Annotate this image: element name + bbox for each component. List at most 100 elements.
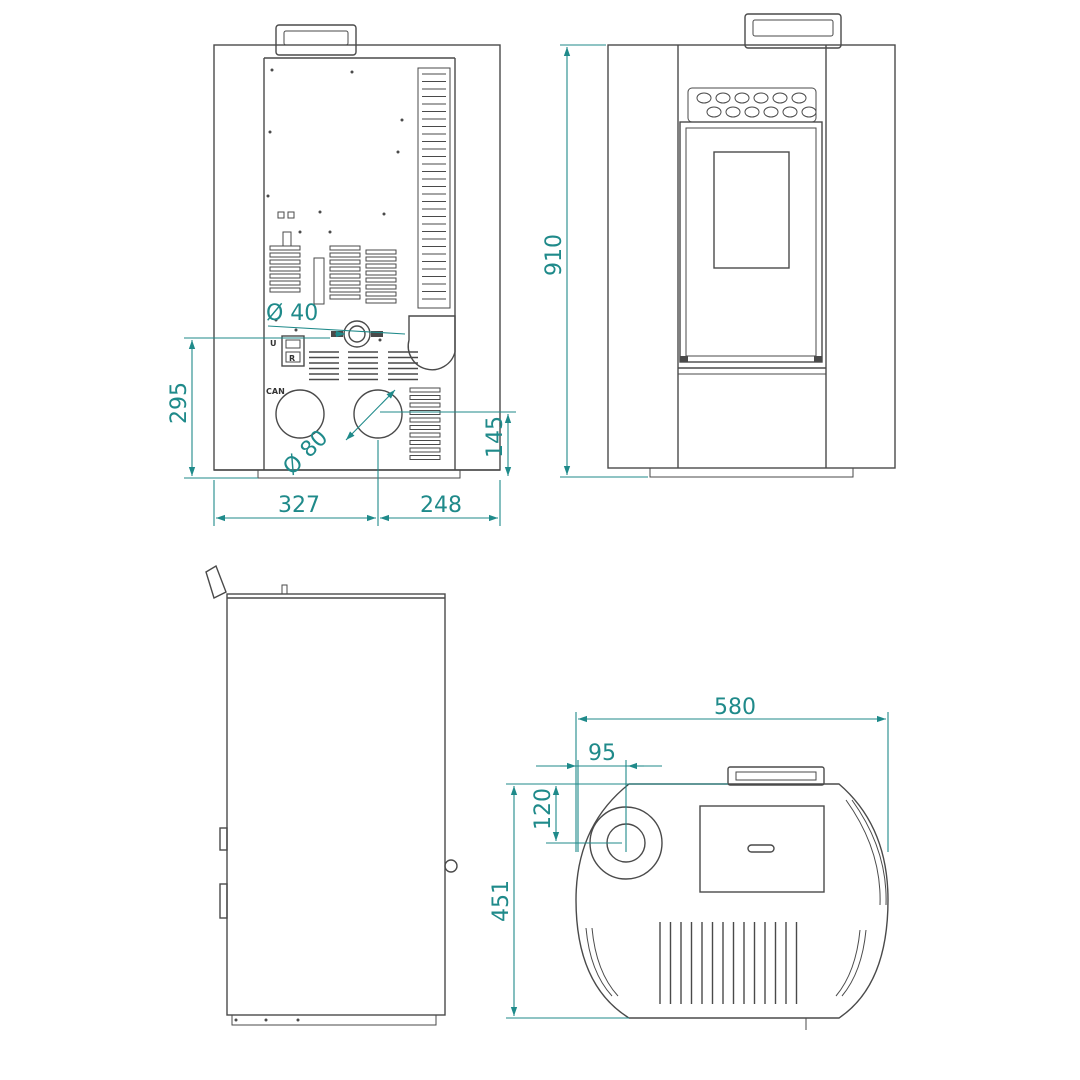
vent-slot bbox=[409, 432, 441, 438]
front-handle bbox=[744, 13, 842, 49]
label-u: U bbox=[270, 339, 277, 348]
top-handle bbox=[727, 766, 825, 786]
dim-height: 910 bbox=[542, 234, 567, 276]
rear-switch bbox=[282, 231, 292, 247]
grille-bump bbox=[744, 106, 760, 118]
dim-flue-offset-x: 95 bbox=[588, 741, 616, 766]
top-view: 580 95 120 451 bbox=[489, 695, 889, 1030]
grille-bump bbox=[725, 106, 741, 118]
label-can: CAN bbox=[266, 387, 285, 396]
vent-slot bbox=[409, 395, 441, 400]
top-side-slot bbox=[841, 929, 867, 997]
front-dimensions: 910 bbox=[542, 44, 648, 478]
dim-right-offset: 248 bbox=[420, 493, 462, 518]
side-body-outline bbox=[226, 593, 446, 1016]
grille-bump bbox=[801, 106, 817, 118]
vent-slot bbox=[269, 273, 301, 279]
vent-slot bbox=[365, 249, 397, 255]
vent-slot bbox=[329, 273, 361, 279]
dim-flue-offset-y: 120 bbox=[531, 788, 556, 830]
side-bracket bbox=[219, 883, 228, 919]
grille-bump bbox=[696, 92, 712, 104]
rear-vent-group bbox=[269, 245, 301, 293]
vent-slot bbox=[269, 280, 301, 286]
vent-slot bbox=[329, 245, 361, 251]
power-socket: U R bbox=[270, 335, 305, 367]
side-ring bbox=[444, 859, 458, 873]
grille-bump bbox=[734, 92, 750, 104]
top-side-slot bbox=[585, 927, 613, 997]
vent-slot bbox=[269, 245, 301, 251]
vent-slot bbox=[365, 263, 397, 269]
vent-slot bbox=[409, 425, 441, 430]
label-r: R bbox=[289, 354, 295, 363]
dim-inlet-height: 145 bbox=[483, 416, 508, 458]
grille-bump bbox=[791, 92, 807, 104]
vent-slot bbox=[409, 417, 441, 423]
dim-outlet-height: 295 bbox=[167, 382, 192, 424]
grille-bump bbox=[772, 92, 788, 104]
rear-vent-column bbox=[417, 67, 451, 309]
side-top-knob bbox=[281, 584, 288, 595]
vent-slot bbox=[269, 259, 301, 265]
side-handle bbox=[205, 564, 227, 599]
side-view bbox=[205, 564, 458, 1026]
top-side-slot bbox=[591, 927, 619, 997]
vent-slot bbox=[365, 270, 397, 276]
vent-slot bbox=[409, 402, 441, 408]
top-pellet-lid bbox=[699, 805, 825, 893]
dim-width: 580 bbox=[714, 695, 756, 720]
outlet-pipe bbox=[353, 389, 403, 439]
air-inlet-left bbox=[275, 389, 325, 439]
rear-connector bbox=[313, 257, 325, 305]
top-vent-grille bbox=[659, 922, 798, 1004]
rear-cover-plate bbox=[407, 315, 456, 371]
vent-slot bbox=[269, 252, 301, 258]
rear-vent-group bbox=[365, 249, 397, 304]
vent-slot bbox=[365, 291, 397, 297]
grille-bump bbox=[753, 92, 769, 104]
front-body-outline bbox=[607, 44, 896, 469]
vent-slot bbox=[365, 298, 397, 304]
vent-slot bbox=[409, 387, 441, 393]
vent-slot bbox=[365, 256, 397, 262]
vent-slot bbox=[269, 266, 301, 272]
top-side-slot bbox=[845, 799, 881, 906]
vent-slot bbox=[329, 280, 361, 286]
side-bracket bbox=[219, 827, 228, 851]
rear-screws bbox=[266, 68, 404, 342]
vent-slot bbox=[409, 455, 441, 460]
vent-slot bbox=[269, 287, 301, 293]
rear-view: U R CAN Ø 40 Ø 80 295 bbox=[167, 24, 516, 526]
grille-bump bbox=[763, 106, 779, 118]
top-lid-handle bbox=[747, 844, 775, 853]
vent-slot bbox=[329, 252, 361, 258]
rear-small-square bbox=[287, 211, 295, 219]
dim-depth: 451 bbox=[489, 880, 514, 922]
vent-slot bbox=[409, 440, 441, 445]
vent-slot bbox=[329, 287, 361, 293]
top-side-slot bbox=[851, 799, 887, 906]
vent-slot bbox=[365, 284, 397, 290]
front-top-grille bbox=[687, 87, 817, 123]
vent-slot bbox=[365, 277, 397, 283]
front-hinge bbox=[680, 356, 688, 362]
top-body-outline bbox=[575, 783, 889, 1019]
grille-bump bbox=[715, 92, 731, 104]
vent-slot bbox=[409, 447, 441, 453]
front-glass-window bbox=[713, 151, 790, 269]
rear-handle bbox=[275, 24, 357, 56]
top-dimensions: 580 95 120 451 bbox=[489, 695, 889, 1019]
grille-bump bbox=[782, 106, 798, 118]
dim-flue-diameter: Ø 40 bbox=[266, 301, 318, 326]
rear-vent-column bbox=[409, 387, 441, 460]
vent-slot bbox=[329, 294, 361, 300]
front-door bbox=[679, 121, 823, 363]
vent-slot bbox=[329, 259, 361, 265]
grille-bump bbox=[706, 106, 722, 118]
dim-left-offset: 327 bbox=[278, 493, 320, 518]
rear-vent-group bbox=[329, 245, 361, 300]
top-side-slot bbox=[835, 929, 861, 997]
rear-louvre-group bbox=[309, 351, 418, 381]
